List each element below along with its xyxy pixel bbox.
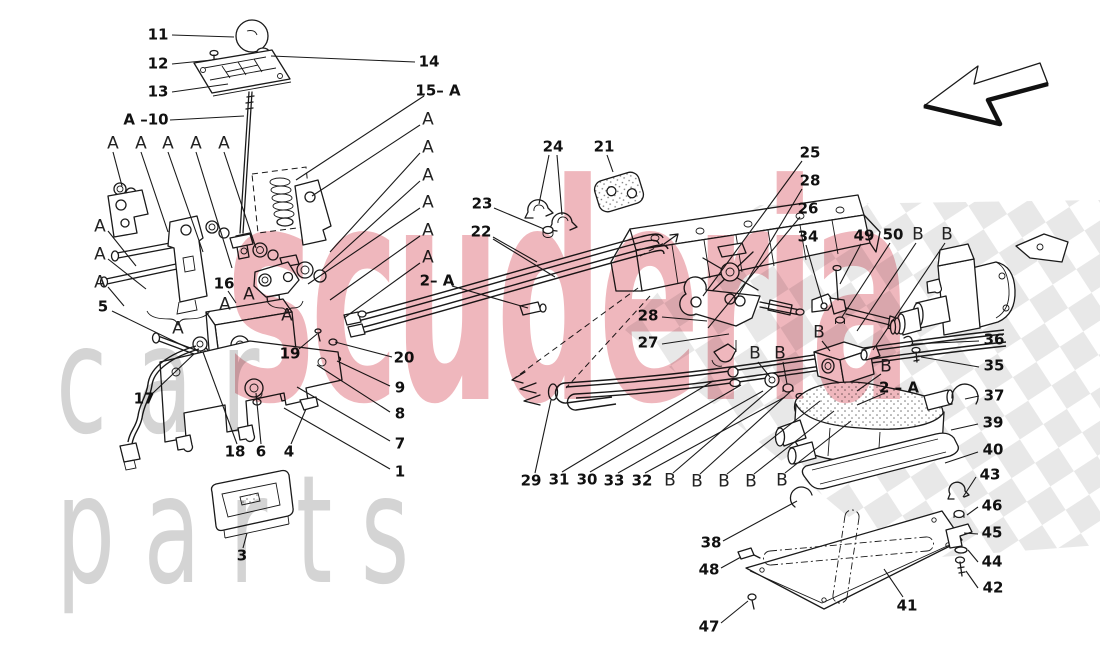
cable-clamps-24 (524, 199, 578, 238)
part-label: B (749, 343, 761, 364)
part-label: A (422, 220, 434, 241)
part-label: 28 (637, 306, 659, 325)
part-label: 49 (853, 226, 875, 245)
part-label: 14 (418, 52, 440, 71)
part-label: A (94, 244, 106, 265)
part-label: 2 – A (879, 378, 919, 397)
part-label: 17 (133, 389, 155, 408)
part-label: 27 (637, 333, 659, 352)
part-label: 31 (548, 470, 570, 489)
part-label: 9 (394, 378, 406, 397)
part-label: 45 (981, 523, 1003, 542)
part-label: A (281, 305, 293, 326)
part-label: B (774, 343, 786, 364)
part-label: B (718, 471, 730, 492)
part-label: A (94, 272, 106, 293)
part-label: 44 (981, 552, 1003, 571)
part-label: 4 (283, 442, 295, 461)
part-label: 34 (797, 227, 819, 246)
part-label: 1 (394, 462, 406, 481)
reservoir-39 (774, 381, 979, 508)
part-label: 30 (576, 470, 598, 489)
part-label: 20 (393, 348, 415, 367)
part-label: 28 (799, 171, 821, 190)
part-label: 43 (979, 465, 1001, 484)
part-label: A (162, 133, 174, 154)
part-label: A (94, 216, 106, 237)
part-label: 18 (224, 442, 246, 461)
part-label: 38 (700, 533, 722, 552)
part-label: 25 (799, 143, 821, 162)
part-label: 11 (147, 25, 169, 44)
part-label: 7 (394, 434, 406, 453)
part-label: A –10 (123, 110, 169, 129)
part-label: 48 (698, 560, 720, 579)
part-label: 15– A (415, 81, 461, 100)
part-label: B (776, 470, 788, 491)
part-label: 35 (983, 356, 1005, 375)
part-label: B (664, 470, 676, 491)
part-label: 26 (797, 199, 819, 218)
part-label: B (880, 356, 892, 377)
part-label: A (422, 109, 434, 130)
part-label: 19 (279, 344, 301, 363)
part-label: B (912, 224, 924, 245)
part-label: 32 (631, 471, 653, 490)
part-label: A (219, 294, 231, 315)
part-label: 21 (593, 137, 615, 156)
part-label: A (243, 284, 255, 305)
part-label: 47 (698, 617, 720, 636)
shifter-assembly (99, 19, 343, 539)
bottom-plate-41 (737, 481, 973, 610)
part-label: 50 (882, 225, 904, 244)
part-label: 22 (470, 222, 492, 241)
part-label: 6 (255, 442, 267, 461)
part-label: A (190, 133, 202, 154)
part-label: A (218, 133, 230, 154)
pad-21 (593, 171, 645, 213)
part-label: 2– A (419, 271, 455, 290)
part-label: 13 (147, 82, 169, 101)
part-label: A (107, 133, 119, 154)
part-label: 37 (983, 386, 1005, 405)
part-label: 5 (97, 297, 109, 316)
part-label: B (813, 322, 825, 343)
part-label: A (135, 133, 147, 154)
part-label: B (691, 471, 703, 492)
leader-lines (107, 34, 980, 624)
part-label: 24 (542, 137, 564, 156)
part-label: B (941, 224, 953, 245)
part-label: A (172, 318, 184, 339)
part-label: 23 (471, 194, 493, 213)
group-braces (146, 300, 304, 327)
part-label: A (422, 165, 434, 186)
part-label: 39 (982, 413, 1004, 432)
direction-arrow-icon (923, 62, 1049, 127)
part-label: 42 (982, 578, 1004, 597)
part-label: 12 (147, 54, 169, 73)
part-label: 36 (983, 330, 1005, 349)
gearbox-actuator (889, 233, 1069, 336)
part-label: 46 (981, 496, 1003, 515)
part-label: A (422, 247, 434, 268)
part-label: A (422, 137, 434, 158)
part-label: B (745, 471, 757, 492)
upper-cables (343, 233, 679, 338)
lower-cables (511, 287, 1007, 411)
part-label: 33 (603, 471, 625, 490)
part-label: 41 (896, 596, 918, 615)
part-label: A (422, 192, 434, 213)
part-label: 3 (236, 546, 248, 565)
part-label: 8 (394, 404, 406, 423)
part-label: 16 (213, 274, 235, 293)
part-label: 40 (982, 440, 1004, 459)
part-label: 29 (520, 471, 542, 490)
